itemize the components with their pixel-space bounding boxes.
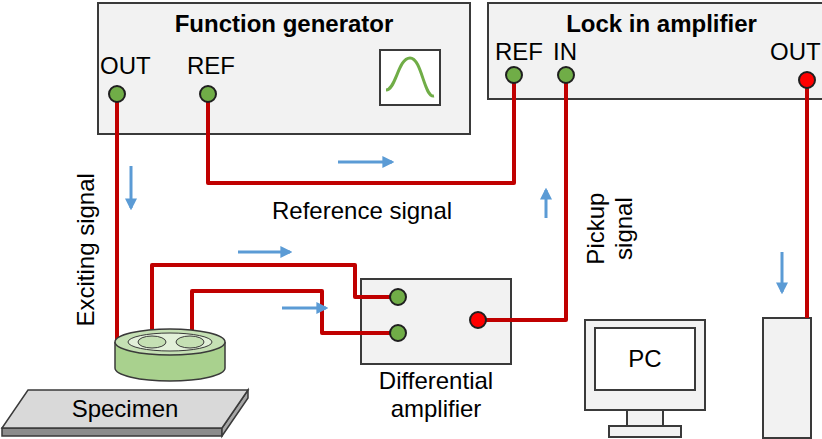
node-label: Differential amplifier (351, 367, 521, 422)
exciting-wire (115, 94, 119, 352)
signal-name: Reference signal (272, 197, 452, 225)
box-title: Function generator (99, 10, 469, 38)
pc-outline (583, 318, 813, 439)
pin-name: OUT (770, 38, 821, 66)
signal-wire (208, 100, 514, 183)
node-label: PC (628, 345, 661, 373)
flow-arrow (781, 252, 784, 292)
out-pin (799, 72, 815, 88)
diff-in-pin (390, 289, 406, 305)
signal-wire (512, 100, 566, 320)
diff-in-pin (390, 325, 406, 341)
probe-coil (115, 329, 225, 381)
diff-out-pin (470, 312, 486, 328)
waveform-icon (380, 50, 440, 105)
pickup-wire-a (152, 265, 390, 338)
pin-name: OUT (100, 52, 151, 80)
sine-wave (386, 58, 434, 96)
ref-pin (200, 86, 216, 102)
node-label: Specimen (72, 395, 179, 423)
specimen-plate: Specimen (0, 388, 252, 438)
flow-arrow (130, 166, 133, 208)
flow-arrow (545, 190, 548, 218)
in-pin (558, 67, 574, 83)
signal-name: Pickup signal (582, 183, 637, 273)
signal-wire (805, 100, 809, 318)
flow-arrow (282, 307, 326, 310)
flow-arrow (238, 251, 290, 254)
out-pin (109, 86, 125, 102)
pickup-wire-b (192, 291, 390, 338)
computer: PC (583, 318, 813, 439)
signal-name: Exciting signal (71, 173, 99, 326)
pin-name: REF (187, 52, 235, 80)
box-title: Lock in amplifier (489, 10, 822, 38)
pin-name: IN (553, 38, 577, 66)
ref-in-pin (506, 67, 522, 83)
pin-name: REF (495, 38, 543, 66)
flow-arrow (338, 161, 392, 164)
